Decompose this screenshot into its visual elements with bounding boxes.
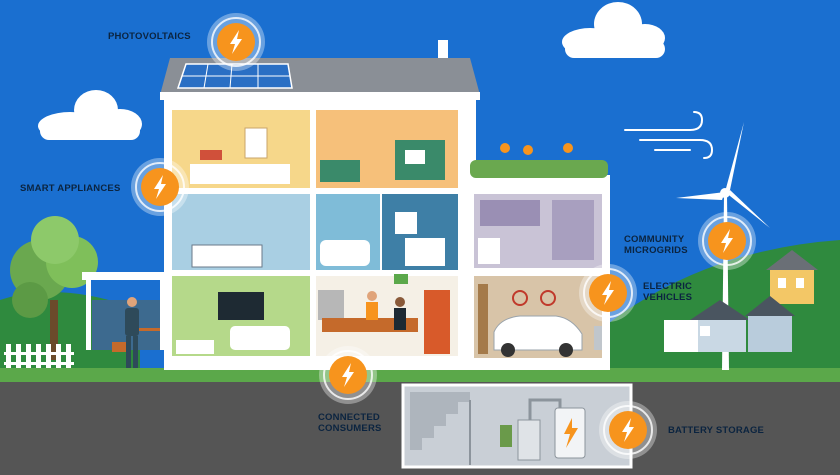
connected-consumers-badge-icon[interactable] bbox=[318, 345, 378, 405]
consumers-text: CONSUMERS bbox=[318, 423, 382, 434]
electric-vehicles-badge-icon[interactable] bbox=[578, 263, 638, 323]
photovoltaics-text: PHOTOVOLTAICS bbox=[108, 31, 191, 42]
electric-car-icon bbox=[493, 315, 583, 357]
battery-storage-text: BATTERY STORAGE bbox=[668, 425, 765, 436]
electric-text: ELECTRIC bbox=[643, 281, 693, 292]
smart-appliances-label: SMART APPLIANCES bbox=[20, 183, 121, 194]
battery-storage-label: BATTERY STORAGE bbox=[668, 425, 764, 436]
photovoltaics-badge-icon[interactable] bbox=[206, 12, 266, 72]
community-text: COMMUNITY bbox=[624, 234, 685, 245]
neighbor-houses bbox=[664, 250, 818, 352]
person-with-briefcase bbox=[112, 297, 139, 374]
battery-storage-badge-icon[interactable] bbox=[598, 400, 658, 460]
garage-wing bbox=[466, 143, 610, 370]
microgrids-text: MICROGRIDS bbox=[624, 245, 688, 256]
connected-text: CONNECTED bbox=[318, 412, 380, 423]
photovoltaics-label: PHOTOVOLTAICS bbox=[108, 31, 191, 42]
community-microgrids-badge-icon[interactable] bbox=[697, 211, 757, 271]
grass bbox=[0, 368, 840, 382]
wind-gust-icon bbox=[624, 111, 714, 159]
battery-icon bbox=[564, 418, 578, 448]
electric-vehicles-label: ELECTRIC VEHICLES bbox=[643, 281, 692, 303]
tree bbox=[10, 216, 98, 360]
basement bbox=[401, 383, 633, 469]
cloud-left bbox=[38, 90, 142, 140]
smart-appliances-text: SMART APPLIANCES bbox=[20, 183, 121, 194]
picket-fence bbox=[4, 344, 74, 370]
community-microgrids-label: COMMUNITY MICROGRIDS bbox=[624, 234, 688, 256]
main-house bbox=[160, 40, 480, 370]
vehicles-text: VEHICLES bbox=[643, 292, 693, 303]
cloud-right bbox=[562, 2, 665, 58]
smart-appliances-badge-icon[interactable] bbox=[130, 157, 190, 217]
solar-panel-icon bbox=[176, 63, 293, 89]
connected-consumers-label: CONNECTED CONSUMERS bbox=[318, 412, 382, 434]
